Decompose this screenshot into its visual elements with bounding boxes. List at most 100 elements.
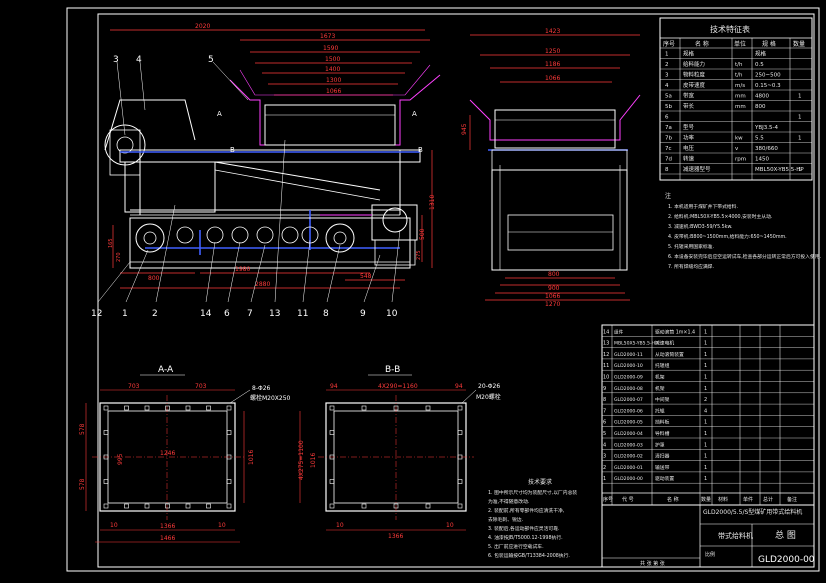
tech-row-spec: 5.5 [755,136,764,142]
bom-row-qty: 1 [704,363,707,369]
tech-req-line: 3. 装配后,各运动部件应灵活可靠. [488,525,560,532]
bom-row-qty: 2 [704,397,707,403]
tech-row-unit: m/s [735,83,745,89]
tech-row-unit: rpm [735,157,746,163]
bolt-hole-icon [457,454,463,460]
tech-row-qty: 1 [798,167,802,173]
balloon-4[interactable]: 4 [136,55,142,65]
tech-row-spec: YBJ3.5-4 [754,125,778,131]
bom-row-qty: 1 [704,341,707,347]
bom-row-name: 机架 [655,374,665,381]
technical-requirements: 技术要求 1. 图中所示尺寸均为装配尺寸,以厂内总装 为准,不得随意改动.2. … [488,478,577,559]
balloon-7[interactable]: 7 [247,309,253,319]
balloon-13[interactable]: 13 [269,309,280,319]
bom-row-name: 清扫器 [655,453,670,460]
tech-col-unit: 单位 [734,40,746,48]
bom-row-no: 10 [603,375,609,381]
bb-dim-height: 4X275=1100 [298,440,305,480]
section-mark-a-right: A [412,110,417,118]
balloon-3[interactable]: 3 [113,55,119,65]
dim-165: 165 [108,238,114,248]
balloon-9[interactable]: 9 [360,309,366,319]
title-scale: 比例 [705,551,715,558]
bom-row-qty: 1 [704,352,707,358]
tech-row-no: 7b [665,136,672,142]
bolt-hole-icon [185,405,191,411]
bom-row-code: GLD2000-01 [614,465,643,471]
aa-dim-10-left: 10 [110,522,118,529]
tech-row-name: 带长 [683,102,695,110]
dim-800: 800 [148,275,160,282]
dim-548: 548 [360,273,372,280]
bom-col-remark: 备注 [787,496,797,503]
bom-row-name: 托辊 [655,407,665,414]
bb-dim-10-right: 10 [446,522,454,529]
tech-row-name: 带宽 [683,92,695,100]
tech-row-unit: mm [735,94,746,100]
balloon-1[interactable]: 1 [122,309,128,319]
title-block: GLD2000/5.5/S型煤矿用带式给料机 带式给料机 总 图 GLD2000… [601,504,815,568]
dim-945: 945 [461,123,468,135]
tech-req-line: 4. 油漆按JB/T5000.12-1998执行. [488,534,563,541]
tech-row-name: 转速 [683,155,695,163]
tech-row-unit: kw [735,136,743,142]
balloon-14[interactable]: 14 [200,309,212,319]
tech-row-name: 规格 [683,50,695,58]
bom-row-qty: 1 [704,386,707,392]
balloon-5[interactable]: 5 [208,55,214,65]
bom-row-code: GLD2000-09 [614,375,643,381]
tech-row-qty: 1 [798,94,802,100]
dim-900-side: 900 [548,285,560,292]
tech-row-no: 5a [665,94,672,100]
dim-1250: 1250 [545,48,560,55]
aa-dim-703-right: 703 [195,383,207,390]
tech-row-no: 8 [665,167,669,173]
section-bb-title: B-B [385,365,400,375]
bom-row-no: 5 [603,431,606,437]
notes-line: 2. 给料机:MBL50X-YB5.5×4000,安装时主从动. [668,213,772,220]
bom-row-name: 挡料板 [655,419,670,426]
tech-req-line: 为准,不得随意改动. [488,498,529,505]
bom-row-no: 12 [603,352,609,358]
tech-row-spec: 250~500 [755,73,781,79]
aa-dim-1246: 1246 [160,450,175,457]
bom-row-no: 14 [603,329,609,335]
tech-req-line: 2. 装配前,所有零部件均应清洗干净, [488,507,565,514]
bolt-hole-icon [124,405,129,411]
bom-row-no: 4 [603,442,606,448]
bom-row-qty: 1 [704,329,707,335]
bom-row-code: MBL50X5-YB5.5-HP [614,341,658,347]
bom-row-qty: 1 [704,476,707,482]
bom-row-no: 8 [603,397,606,403]
bom-row-code: GLD2000-02 [614,454,643,460]
bom-col-name: 名 称 [667,496,679,503]
bolt-hole-icon [144,503,150,509]
notes-line: 4. 皮带机:B800~1500mm,给料能力:650~1450mm. [668,233,787,240]
bom-row-no: 13 [603,341,609,347]
bolt-hole-icon [103,503,109,509]
bb-dim-1016: 1016 [310,453,317,468]
bolt-hole-icon [329,405,335,411]
tech-req-line: 去除毛刺、锐边. [488,516,523,523]
bom-row-code: GLD2000-08 [614,386,643,392]
balloon-6[interactable]: 6 [224,309,230,319]
balloon-11[interactable]: 11 [297,309,308,319]
bom-row-code: GLD2000-11 [614,352,643,358]
balloon-2[interactable]: 2 [152,309,158,319]
tech-row-no: 7d [665,157,672,163]
balloon-10[interactable]: 10 [386,309,398,319]
side-view: 1423 1250 1186 1066 945 800 900 1066 127… [461,28,641,308]
balloon-8[interactable]: 8 [323,309,329,319]
section-mark-b-left: B [230,146,235,154]
bom-row-qty: 1 [704,375,707,381]
drawing-border [66,7,820,572]
balloon-12[interactable]: 12 [91,309,102,319]
bom-row-no: 3 [603,454,606,460]
bom-row-no: 9 [603,386,606,392]
tech-row-spec: MBL50X-YB5.5-HP [755,167,804,173]
title-drawing-name: 总 图 [775,529,796,541]
tech-col-qty: 数量 [793,40,805,48]
dim-1066-side: 1066 [545,75,560,82]
tech-row-unit: t/h [735,62,743,68]
